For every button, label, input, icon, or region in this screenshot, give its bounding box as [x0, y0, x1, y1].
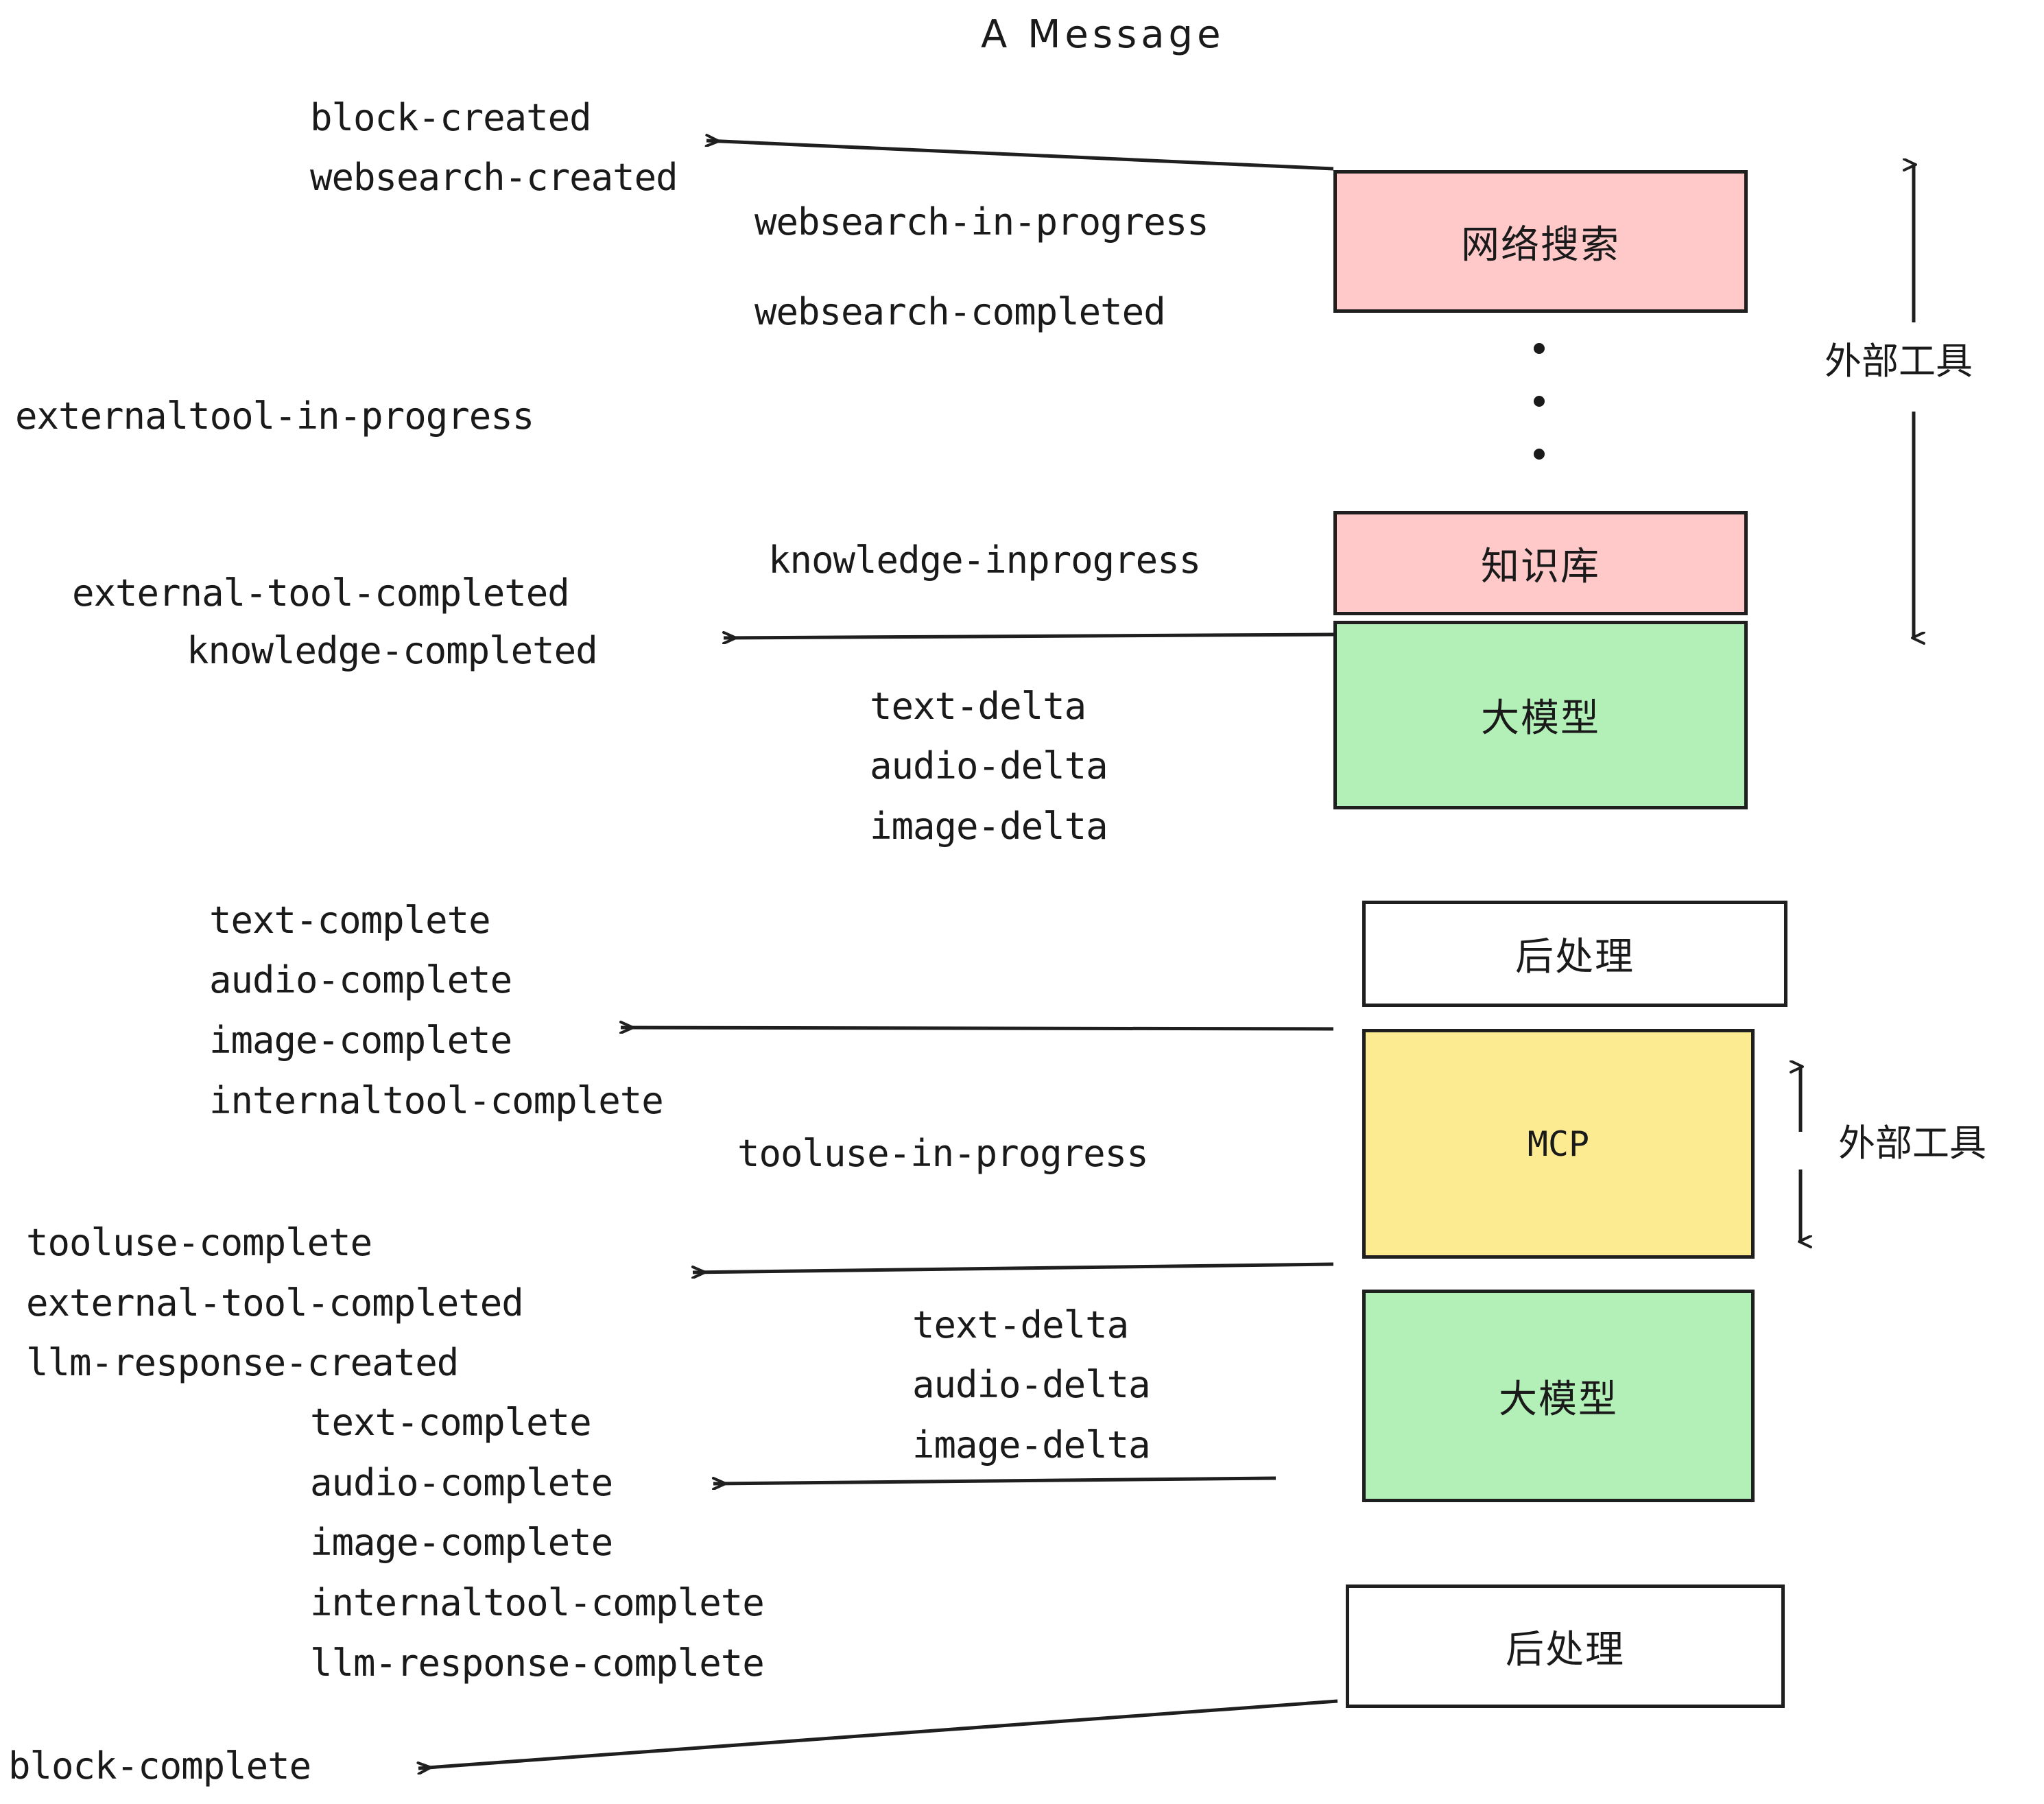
bracket-label-external-tools-upper: 外部工具 — [1825, 340, 1973, 383]
arrow-knowledge-to-completed — [724, 634, 1334, 638]
node-llm-second-label: 大模型 — [1499, 1377, 1618, 1422]
event-block-complete: block-complete — [8, 1744, 311, 1788]
arrow-post1-to-image-complete — [621, 1028, 1334, 1029]
event-tooluse-complete: tooluse-complete — [26, 1221, 372, 1264]
event-external-tool-completed-2: external-tool-completed — [26, 1281, 524, 1325]
arrow-mcp-to-tooluse-complete — [693, 1262, 1334, 1272]
event-audio-delta-1: audio-delta — [870, 744, 1108, 787]
event-audio-complete-1: audio-complete — [209, 958, 512, 1001]
node-llm-first-label: 大模型 — [1481, 696, 1600, 741]
event-internaltool-complete-1: internaltool-complete — [209, 1079, 664, 1122]
arrow-llm2-to-audio-complete — [713, 1476, 1276, 1484]
node-websearch-label: 网络搜索 — [1461, 222, 1620, 268]
event-llm-response-created: llm-response-created — [26, 1341, 459, 1384]
event-websearch-in-progress: websearch-in-progress — [754, 200, 1209, 244]
event-text-delta-1: text-delta — [870, 685, 1086, 728]
vertical-ellipsis-icon — [1534, 343, 1545, 460]
event-knowledge-completed: knowledge-completed — [187, 629, 598, 672]
event-tooluse-in-progress: tooluse-in-progress — [737, 1132, 1149, 1175]
event-image-delta-2: image-delta — [912, 1423, 1151, 1467]
arrow-post2-to-block-complete — [418, 1699, 1338, 1768]
event-audio-delta-2: audio-delta — [912, 1363, 1151, 1406]
node-websearch[interactable]: 网络搜索 — [1333, 170, 1748, 313]
event-llm-response-complete: llm-response-complete — [310, 1641, 765, 1685]
node-knowledge-label: 知识库 — [1481, 544, 1600, 589]
event-image-delta-1: image-delta — [870, 805, 1108, 848]
node-mcp[interactable]: MCP — [1362, 1029, 1755, 1259]
node-postprocess-second-label: 后处理 — [1506, 1627, 1625, 1672]
diagram-title: A Message — [981, 12, 1225, 57]
event-text-complete-1: text-complete — [209, 899, 491, 942]
event-externaltool-in-progress: externaltool-in-progress — [15, 394, 534, 438]
node-llm-second[interactable]: 大模型 — [1362, 1290, 1755, 1502]
node-knowledge[interactable]: 知识库 — [1333, 511, 1748, 615]
event-block-created: block-created — [310, 96, 592, 139]
event-knowledge-inprogress: knowledge-inprogress — [768, 538, 1201, 582]
node-mcp-label: MCP — [1527, 1124, 1590, 1164]
event-internaltool-complete-2: internaltool-complete — [310, 1581, 765, 1624]
event-text-complete-2: text-complete — [310, 1401, 592, 1444]
node-llm-first[interactable]: 大模型 — [1333, 621, 1748, 809]
bracket-label-external-tools-lower: 外部工具 — [1838, 1121, 1986, 1165]
event-image-complete-1: image-complete — [209, 1019, 512, 1062]
arrow-websearch-to-created — [706, 141, 1334, 171]
node-postprocess-second[interactable]: 后处理 — [1346, 1585, 1785, 1708]
event-external-tool-completed-1: external-tool-completed — [72, 571, 570, 615]
event-websearch-created: websearch-created — [310, 156, 678, 199]
node-postprocess-first[interactable]: 后处理 — [1362, 901, 1787, 1007]
node-postprocess-first-label: 后处理 — [1515, 935, 1635, 980]
event-audio-complete-2: audio-complete — [310, 1461, 613, 1504]
event-websearch-completed: websearch-completed — [754, 290, 1166, 333]
event-text-delta-2: text-delta — [912, 1303, 1129, 1346]
event-image-complete-2: image-complete — [310, 1521, 613, 1564]
